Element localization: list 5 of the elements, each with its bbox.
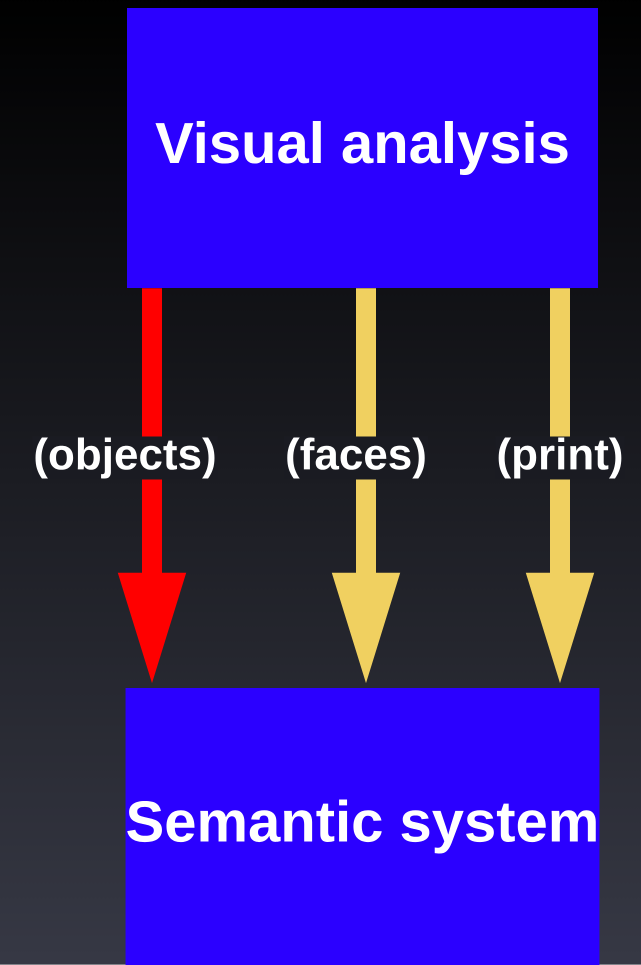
process-box: Semantic system: [126, 688, 600, 965]
process-box: Visual analysis: [127, 8, 598, 288]
edge-label: (print): [495, 436, 625, 480]
edge-label: (faces): [284, 436, 428, 480]
edge-label: (objects): [32, 436, 218, 480]
